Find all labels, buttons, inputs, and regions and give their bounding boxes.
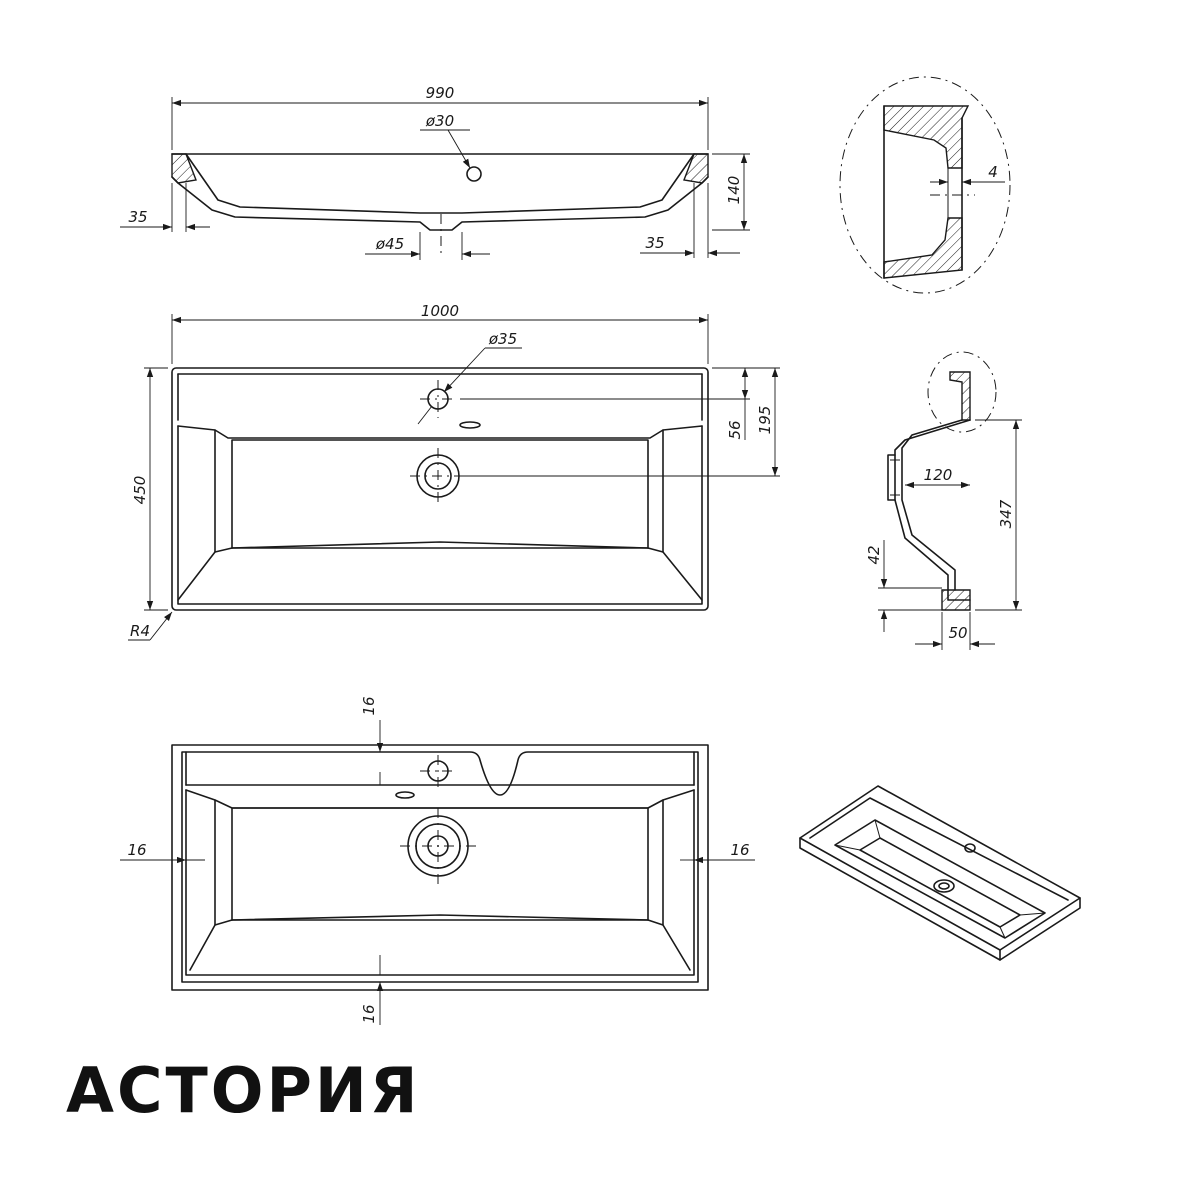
dim-bottom-top: 16 (360, 696, 378, 715)
dim-side-depth: 120 (924, 466, 953, 484)
isometric-view (799, 785, 1081, 961)
dim-front-height: 140 (725, 176, 743, 205)
dim-side-height: 347 (997, 499, 1015, 528)
dim-front-drain: ø45 (375, 235, 404, 253)
top-view: 1000 ø35 450 56 195 R4 (128, 302, 780, 641)
dim-front-hole: ø30 (425, 112, 454, 130)
dim-detail-wall: 4 (988, 163, 998, 181)
dim-top-hole: ø35 (488, 330, 517, 348)
dim-front-width: 990 (426, 84, 455, 102)
dim-top-depth: 450 (131, 476, 149, 505)
dim-bottom-right: 16 (730, 841, 749, 859)
dim-side-bottom: 42 (865, 545, 883, 564)
dim-bottom-left: 16 (127, 841, 146, 859)
dim-top-width: 1000 (421, 302, 459, 320)
product-title: АСТОРИЯ (66, 1054, 421, 1127)
dim-front-right-offset: 35 (645, 234, 664, 252)
dim-front-left-offset: 35 (128, 208, 147, 226)
dim-side-base: 50 (948, 624, 967, 642)
bottom-view: 16 16 16 16 (120, 696, 755, 1025)
dim-top-offset-large: 195 (756, 406, 774, 435)
dim-top-radius: R4 (130, 622, 150, 640)
dim-bottom-bottom: 16 (360, 1004, 378, 1023)
dim-top-offset-small: 56 (726, 420, 744, 439)
side-section: 120 347 42 50 (865, 351, 1022, 650)
front-view: 990 ø30 140 35 35 ø45 (120, 84, 750, 260)
detail-view: 4 (839, 76, 1011, 294)
